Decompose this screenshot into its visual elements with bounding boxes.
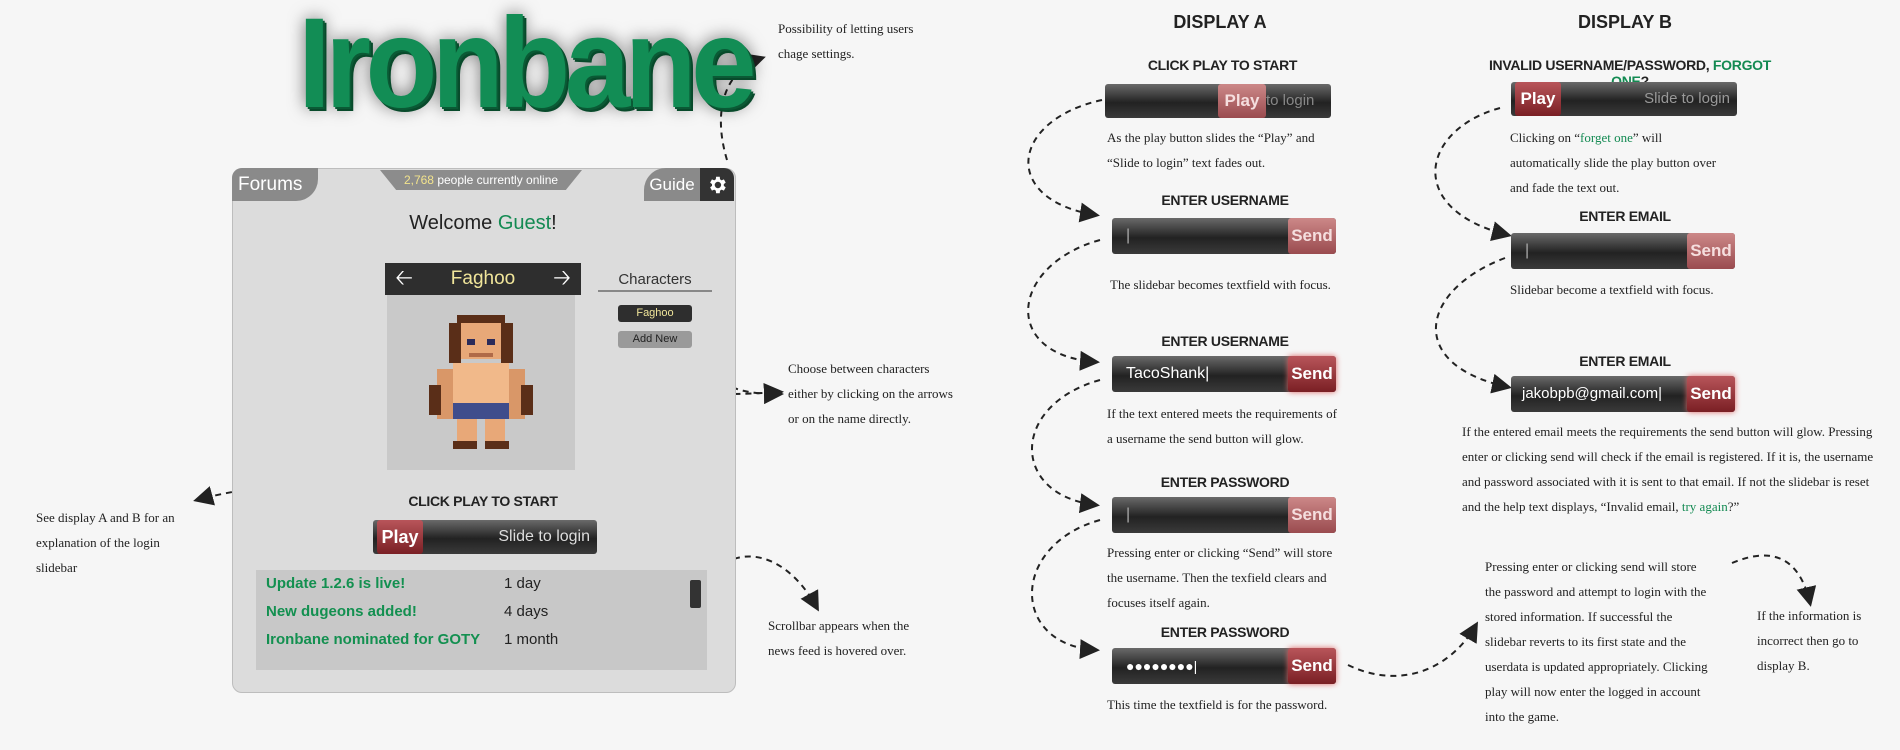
news-time: 1 month xyxy=(504,631,559,648)
display-a-step4-send: Send xyxy=(1288,497,1336,533)
login-heading: CLICK PLAY TO START xyxy=(408,493,558,509)
arrow-a-3 xyxy=(1031,379,1101,514)
display-a-step3-send: Send xyxy=(1288,356,1336,392)
character-portrait xyxy=(387,295,575,470)
news-item[interactable]: Update 1.2.6 is live! 1 day xyxy=(256,570,707,598)
display-a-step2-heading: ENTER USERNAME xyxy=(1161,192,1289,208)
display-a-step1-play: Play xyxy=(1218,84,1266,118)
news-scrollbar[interactable] xyxy=(690,580,701,608)
display-b-final-note: If the entered email meets the requireme… xyxy=(1462,424,1874,514)
character-list-item[interactable]: Faghoo xyxy=(618,305,692,322)
display-a-step5-send: Send xyxy=(1288,648,1336,684)
add-new-character-button[interactable]: Add New xyxy=(618,331,692,348)
forget-one-link[interactable]: forget one xyxy=(1580,130,1633,145)
display-b-title: DISPLAY B xyxy=(1577,12,1673,32)
news-feed: Update 1.2.6 is live! 1 day New dugeons … xyxy=(256,570,707,670)
display-b-step3-send: Send xyxy=(1687,376,1735,412)
display-a-step4-text: | xyxy=(1126,506,1131,523)
arrow-right-icon[interactable]: 🡢 xyxy=(553,266,571,291)
settings-button[interactable] xyxy=(700,168,734,201)
arrow-a-6 xyxy=(1731,554,1817,607)
display-a-step2-send: Send xyxy=(1288,218,1336,254)
display-b-step2-note: Slidebar become a textfield with focus. xyxy=(1510,282,1714,297)
display-a-step5-heading: ENTER PASSWORD xyxy=(1160,624,1290,640)
display-b-step2-send: Send xyxy=(1687,233,1735,269)
arrow-left-icon[interactable]: 🡠 xyxy=(395,266,413,291)
arrow-b-2 xyxy=(1434,257,1512,394)
character-name-bar xyxy=(385,263,581,295)
news-item[interactable]: New dugeons added! 4 days xyxy=(256,598,707,626)
guide-tab[interactable]: Guide xyxy=(644,168,700,201)
display-b-step1-text: Slide to login xyxy=(1644,90,1730,107)
forums-tab[interactable]: Forums xyxy=(232,168,318,201)
news-item[interactable]: Ironbane nominated for GOTY 1 month xyxy=(256,626,707,654)
display-a-step4-heading: ENTER PASSWORD xyxy=(1160,474,1290,490)
online-label: people currently online xyxy=(437,173,559,187)
display-a-title: DISPLAY A xyxy=(1173,12,1267,32)
display-a-step3-note: If the text entered meets the requiremen… xyxy=(1107,406,1337,446)
display-a-step3-text: TacoShank| xyxy=(1126,365,1210,382)
display-b-step1-play: Play xyxy=(1515,82,1561,116)
slide-to-login-text: Slide to login xyxy=(498,528,590,545)
ironbane-logo: Ironbane xyxy=(298,0,757,135)
display-a-step1-note: As the play button slides the “Play” and… xyxy=(1107,130,1315,170)
note-display-ref: See display A and B for an explanation o… xyxy=(36,510,175,575)
arrow-b-1 xyxy=(1434,107,1512,241)
arrow-settings xyxy=(719,53,766,161)
display-b-step1-note: Clicking on “forget one” will automatica… xyxy=(1510,130,1717,195)
display-a-step2-note: The slidebar becomes textfield with focu… xyxy=(1110,277,1331,292)
note-settings: Possibility of letting users chage setti… xyxy=(778,21,914,61)
news-title[interactable]: New dugeons added! xyxy=(266,603,417,620)
news-time: 4 days xyxy=(504,603,549,620)
display-b-step3-text: jakobpb@gmail.com| xyxy=(1522,385,1663,402)
display-a-step3-heading: ENTER USERNAME xyxy=(1161,333,1289,349)
characters-heading: Characters xyxy=(598,271,712,292)
arrow-a-2 xyxy=(1027,239,1101,371)
display-a-step2-text: | xyxy=(1126,227,1131,244)
character-name[interactable]: Faghoo xyxy=(450,268,516,289)
gear-icon xyxy=(710,176,726,193)
online-counter: 2,768 people currently online xyxy=(380,170,582,190)
arrow-a-4 xyxy=(1031,519,1101,660)
display-a-step1-text: to login xyxy=(1266,92,1315,109)
news-title[interactable]: Update 1.2.6 is live! xyxy=(266,575,406,592)
try-again-link[interactable]: try again xyxy=(1681,499,1728,514)
welcome-message: Welcome Guest! xyxy=(409,212,557,234)
arrow-a-1 xyxy=(1027,99,1103,223)
news-time: 1 day xyxy=(504,575,541,592)
display-a-step4-note: Pressing enter or clicking “Send” will s… xyxy=(1107,545,1333,610)
character-sprite xyxy=(429,315,533,449)
display-b-step2-text: | xyxy=(1525,242,1530,259)
note-scrollbar: Scrollbar appears when the news feed is … xyxy=(768,618,910,658)
display-b-step2-heading: ENTER EMAIL xyxy=(1579,208,1671,224)
display-a-final-note: Pressing enter or clicking send will sto… xyxy=(1485,559,1708,724)
display-b-step3-heading: ENTER EMAIL xyxy=(1579,353,1671,369)
guest-name: Guest xyxy=(497,212,552,234)
note-characters: Choose between characters either by clic… xyxy=(788,361,953,426)
play-button[interactable]: Play xyxy=(377,520,423,554)
display-a-step1-heading: CLICK PLAY TO START xyxy=(1147,57,1298,73)
online-count: 2,768 xyxy=(403,173,434,187)
display-a-step5-note: This time the textfield is for the passw… xyxy=(1107,697,1328,712)
news-title[interactable]: Ironbane nominated for GOTY xyxy=(266,631,481,648)
display-a-step5-text: ●●●●●●●●| xyxy=(1126,658,1198,674)
display-a-fail-note: If the information is incorrect then go … xyxy=(1757,608,1862,673)
arrow-a-5 xyxy=(1347,621,1479,677)
